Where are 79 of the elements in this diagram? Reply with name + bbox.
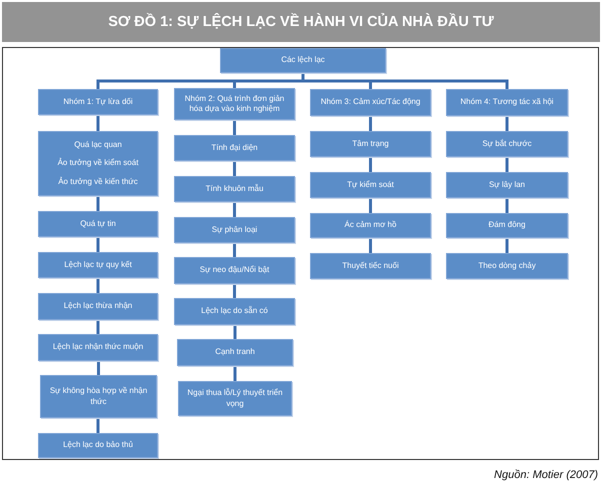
category-label: Nhóm 1: Tự lừa dối: [63, 96, 133, 108]
title-banner: SƠ ĐỒ 1: SỰ LỆCH LẠC VỀ HÀNH VI CỦA NHÀ ĐẦU TƯ: [2, 2, 600, 42]
bias-label: Ác cảm mơ hồ: [344, 220, 396, 231]
bias-label: Sự phân loại: [212, 224, 258, 236]
bias-label: Cạnh tranh: [215, 347, 255, 358]
connector-line: [96, 196, 100, 211]
bias-label: Lệch lạc do sẵn có: [201, 306, 268, 317]
bias-label: Đám đông: [488, 220, 526, 231]
category-box: [174, 88, 295, 120]
bias-box: [174, 257, 295, 284]
root-label: Các lệch lạc: [281, 55, 325, 66]
category-box: [310, 89, 431, 116]
connector-line: [233, 120, 236, 135]
connector-line: [234, 366, 236, 381]
connector-line: [96, 115, 100, 131]
bias-label: Lệch lạc thừa nhận: [64, 301, 132, 312]
bias-box: [446, 213, 568, 238]
category-label: Nhóm 4: Tương tác xã hội: [460, 97, 554, 108]
bias-box: [174, 176, 295, 202]
source-note: Nguồn: Motier (2007): [494, 469, 598, 481]
bias-box: [310, 253, 431, 279]
connector-line: [506, 157, 508, 172]
connector-line: [97, 361, 100, 375]
bias-box: [174, 298, 295, 325]
bias-box: [38, 211, 158, 237]
connector-line: [506, 238, 508, 253]
category-box: [446, 89, 568, 116]
connector-line: [233, 161, 236, 176]
bias-label: Lệch lạc nhận thức muộn: [52, 342, 144, 353]
connector-line: [369, 198, 372, 213]
bias-label: Lệch lạc do bảo thủ: [63, 440, 133, 451]
connector-line: [233, 284, 236, 298]
category-label: Nhóm 3: Cảm xúc/Tác động: [320, 97, 420, 108]
bias-box: [38, 433, 158, 458]
bias-box: [310, 213, 431, 238]
bias-box: [446, 131, 568, 157]
bias-box: [38, 252, 158, 278]
connector-line: [96, 320, 100, 334]
connector-line: [96, 237, 100, 252]
bias-label: Quá tự tin: [80, 218, 116, 230]
bias-label: Lệch lạc tự quy kết: [64, 260, 132, 270]
bias-label: Sự không hòa hợp về nhận thức: [48, 386, 148, 407]
bias-label: Theo dòng chảy: [478, 260, 536, 272]
bias-box: [177, 339, 293, 366]
bias-box: [446, 172, 568, 198]
bias-label: Sự lây lan: [488, 180, 526, 190]
bias-box: [38, 334, 158, 361]
bias-label: Ngại thua lỗ/Lý thuyết triển vọng: [186, 388, 284, 409]
bias-box: [310, 172, 431, 198]
connector-line: [369, 157, 372, 172]
connector-line: [234, 325, 236, 339]
connector-line: [369, 116, 372, 131]
bias-label: Tính đại diện: [211, 142, 258, 154]
bias-box: [310, 131, 431, 157]
category-label: Nhóm 2: Quá trình đơn giản hóa dựa vào kinh nghiệm: [184, 94, 286, 114]
connector-line: [506, 116, 508, 131]
connector-line: [369, 238, 372, 253]
bias-label: Sự neo đậu/Nổi bật: [200, 265, 270, 276]
root-box: [220, 48, 386, 73]
bias-label: Tự kiểm soát: [347, 180, 394, 190]
bias-box: [38, 293, 158, 320]
bias-label: Ảo tưởng về kiểm soát: [58, 158, 138, 169]
bias-box: [38, 131, 158, 196]
connector-line: [233, 243, 236, 257]
bias-label: Thuyết tiếc nuối: [342, 260, 399, 272]
connector-line: [96, 278, 100, 293]
bias-box: [174, 217, 295, 243]
bias-box: [178, 381, 292, 416]
bias-label: Quá lạc quan: [74, 140, 122, 150]
bias-label: Tính khuôn mẫu: [206, 184, 264, 194]
bias-box: [174, 135, 295, 161]
connector-line: [233, 202, 236, 217]
bias-label: Ảo tưởng về kiến thức: [58, 176, 138, 188]
bias-label: Tâm trạng: [352, 138, 389, 150]
bias-label: Sự bắt chước: [482, 138, 532, 150]
category-box: [38, 89, 158, 115]
connector-line: [96, 418, 100, 433]
bias-box: [446, 253, 568, 279]
bias-box: [40, 375, 157, 418]
